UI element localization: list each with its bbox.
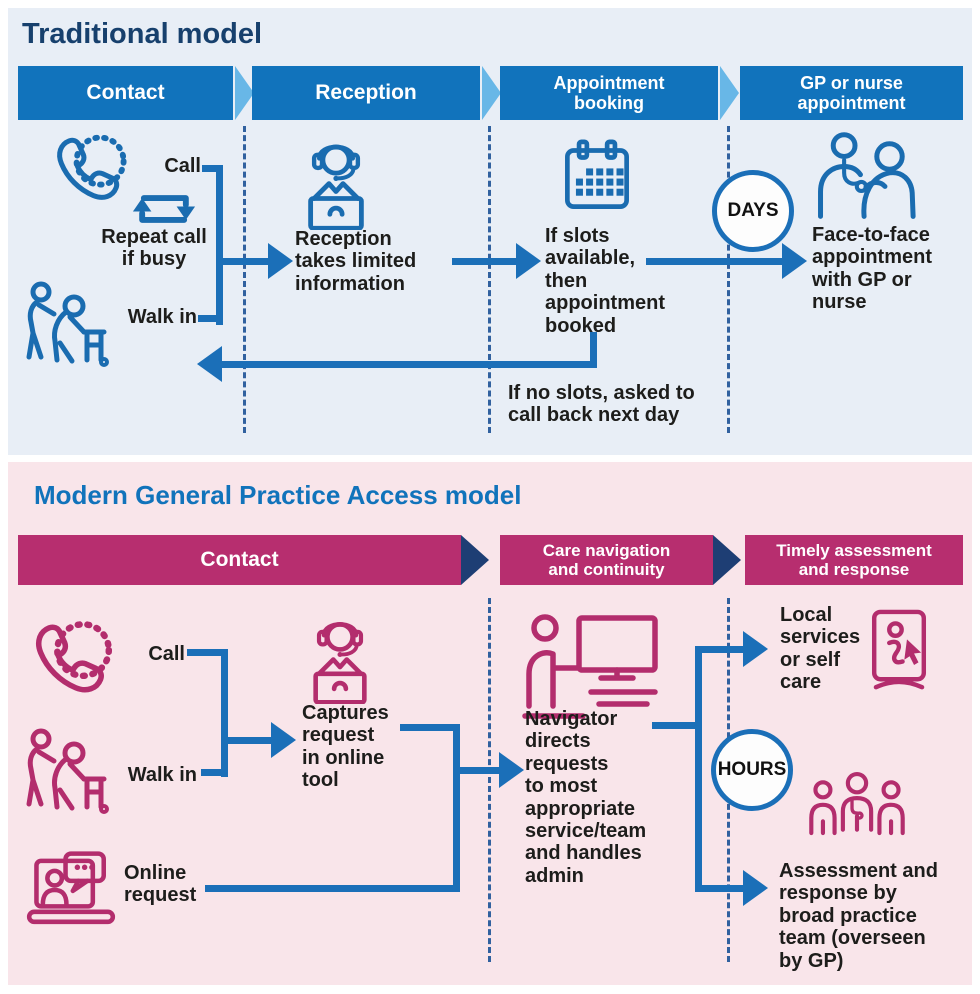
receptionist-headset-icon	[292, 132, 380, 230]
stage-banner-contact-modern: Contact	[18, 535, 461, 585]
local-services-book-icon	[868, 606, 930, 694]
column-divider	[243, 126, 246, 433]
local-services-label: Local services or self care	[780, 604, 861, 694]
assessment-label: Assessment and response by broad practic…	[779, 860, 938, 972]
chevron-right-icon	[720, 66, 739, 120]
arrow-right-icon	[782, 243, 807, 279]
practice-team-icon	[803, 768, 911, 854]
connector-trunk	[695, 646, 702, 892]
repeat-call-icon	[122, 190, 206, 228]
traditional-title: Traditional model	[22, 18, 263, 50]
chevron-right-icon	[235, 66, 254, 120]
stage-banner-care-navigation: Care navigation and continuity	[500, 535, 713, 585]
walk-in-icon	[24, 728, 124, 828]
arrow-right-icon	[499, 752, 524, 788]
connector-to-local-services	[695, 646, 745, 653]
online-request-icon	[24, 850, 118, 930]
connector-walk-in	[201, 769, 228, 776]
repeat-call-label: Repeat call if busy	[101, 226, 207, 271]
arrow-right-icon	[271, 722, 296, 758]
online-request-label: Online request	[124, 862, 197, 907]
connector-call	[202, 165, 222, 172]
column-divider	[727, 126, 730, 433]
connector-trunk	[221, 649, 228, 777]
walk-in-icon	[24, 280, 124, 382]
walk-in-label: Walk in	[127, 306, 197, 328]
arrow-left-icon	[197, 346, 222, 382]
column-divider	[488, 598, 491, 962]
arrow-right-icon	[516, 243, 541, 279]
connector-captures-out	[400, 724, 460, 731]
connector-trunk	[453, 724, 460, 892]
connector-to-captures	[221, 737, 273, 744]
stage-banner-contact: Contact	[18, 66, 233, 120]
connector-to-assessment	[695, 885, 745, 892]
connector-to-booking	[452, 258, 516, 265]
stage-banner-gp-appointment: GP or nurse appointment	[740, 66, 963, 120]
arrow-right-icon	[268, 243, 293, 279]
connector-call	[187, 649, 228, 656]
receptionist-headset-icon	[298, 610, 382, 704]
connector-call-back	[220, 361, 597, 368]
connector-walk-in	[198, 315, 223, 322]
navigator-label: Navigator directs requests to most appro…	[525, 708, 647, 887]
connector-to-gp	[646, 258, 782, 265]
face-to-face-label: Face-to-face appointment with GP or nurs…	[812, 224, 932, 314]
column-divider	[488, 126, 491, 433]
connector-navigator-out	[652, 722, 702, 729]
calendar-icon	[558, 138, 636, 216]
stage-banner-appointment-booking: Appointment booking	[500, 66, 718, 120]
navigator-desk-icon	[520, 612, 662, 724]
slots-available-label: If slots available, then appointment boo…	[545, 225, 665, 337]
stage-banner-reception: Reception	[252, 66, 480, 120]
connector-to-reception	[216, 258, 268, 265]
walk-in-label: Walk in	[127, 764, 197, 786]
no-slots-label: If no slots, asked to call back next day	[508, 382, 695, 427]
stage-banner-timely-assessment: Timely assessment and response	[745, 535, 963, 585]
call-label: Call	[164, 155, 201, 177]
captures-request-label: Captures request in online tool	[302, 702, 389, 792]
arrow-right-icon	[743, 631, 768, 667]
modern-title: Modern General Practice Access model	[34, 480, 522, 510]
connector-trunk	[216, 165, 223, 325]
phone-icon	[26, 612, 118, 712]
call-label: Call	[148, 643, 185, 665]
days-badge: DAYS	[712, 170, 794, 252]
gp-patient-icon	[806, 130, 924, 222]
hours-badge: HOURS	[711, 729, 793, 811]
chevron-right-icon	[461, 535, 489, 585]
reception-description: Reception takes limited information	[295, 228, 417, 295]
chevron-right-icon	[713, 535, 741, 585]
connector-to-navigator	[453, 767, 501, 774]
connector-no-slots-drop	[590, 332, 597, 368]
chevron-right-icon	[482, 66, 501, 120]
phone-icon	[46, 130, 134, 214]
connector-online-request	[205, 885, 460, 892]
arrow-right-icon	[743, 870, 768, 906]
